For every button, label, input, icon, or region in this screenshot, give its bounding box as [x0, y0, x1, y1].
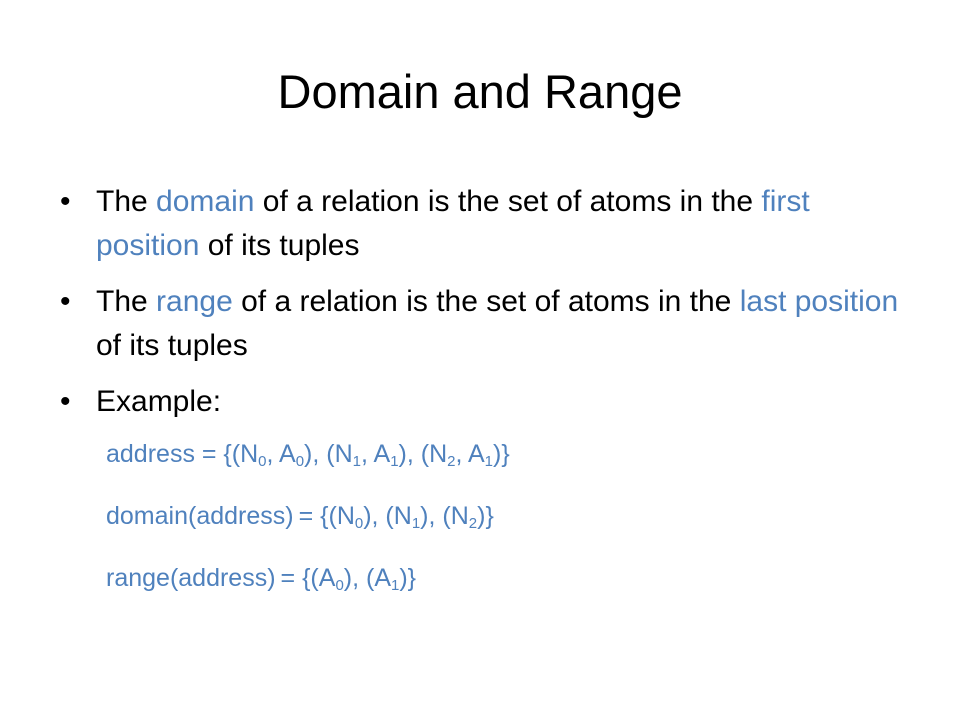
bullet-text: of a relation is the set of atoms in the	[232, 285, 740, 318]
bullet-text: of its tuples	[199, 229, 360, 262]
bullet-text: Example:	[96, 385, 222, 418]
subscript: 0	[295, 453, 305, 470]
bullet-text: The	[96, 285, 157, 318]
subscript: 2	[468, 515, 478, 532]
example-domain: domain(address)= {(N0), (N1), (N2)}	[60, 500, 910, 532]
math-text: ), (N	[398, 440, 448, 468]
highlight-domain: domain	[156, 185, 255, 218]
math-text: ), (A	[343, 564, 391, 592]
subscript: 1	[391, 577, 400, 594]
bullet-text: The	[96, 185, 157, 218]
subscript: 2	[447, 453, 456, 470]
math-text: address = {(N	[106, 440, 259, 468]
subscript: 1	[390, 453, 399, 470]
math-text: = {(N	[298, 502, 355, 530]
subscript: 1	[352, 453, 361, 470]
math-text: )}	[399, 564, 417, 592]
bullet-text: of its tuples	[96, 329, 248, 362]
math-text: ), (N	[363, 502, 412, 530]
subscript: 1	[411, 515, 421, 532]
bullet-mark: •	[60, 285, 71, 318]
bullet-text: of a relation is the set of atoms in the	[254, 185, 762, 218]
subscript: 0	[258, 453, 267, 470]
math-text: )}	[493, 440, 510, 468]
math-text: , A	[266, 440, 296, 468]
subscript: 1	[484, 453, 494, 470]
subscript: 0	[335, 577, 344, 594]
math-text: range(address)	[106, 564, 276, 592]
bullet-mark: •	[60, 385, 71, 418]
bullet-range: • The range of a relation is the set of …	[60, 280, 910, 368]
highlight-range: range	[156, 285, 233, 318]
highlight-first-position: first position	[96, 185, 810, 262]
math-text: )}	[477, 502, 494, 530]
slide-title: Domain and Range	[277, 65, 683, 118]
bullet-example: • Example:	[60, 380, 910, 424]
example-range: range(address)= {(A0), (A1)}	[60, 562, 910, 594]
math-text: domain(address)	[106, 502, 294, 530]
math-text: , A	[455, 440, 485, 468]
math-text: ), (N	[420, 502, 469, 530]
subscript: 0	[354, 515, 364, 532]
bullet-mark: •	[60, 185, 71, 218]
math-text: , A	[361, 440, 391, 468]
math-text: = {(A	[280, 564, 336, 592]
bullet-domain: • The domain of a relation is the set of…	[60, 180, 910, 268]
example-address: address = {(N0, A0), (N1, A1), (N2, A1)}	[60, 438, 910, 470]
slide-content: • The domain of a relation is the set of…	[60, 180, 910, 624]
highlight-last-position: last position	[739, 285, 899, 318]
math-text: ), (N	[304, 440, 353, 468]
